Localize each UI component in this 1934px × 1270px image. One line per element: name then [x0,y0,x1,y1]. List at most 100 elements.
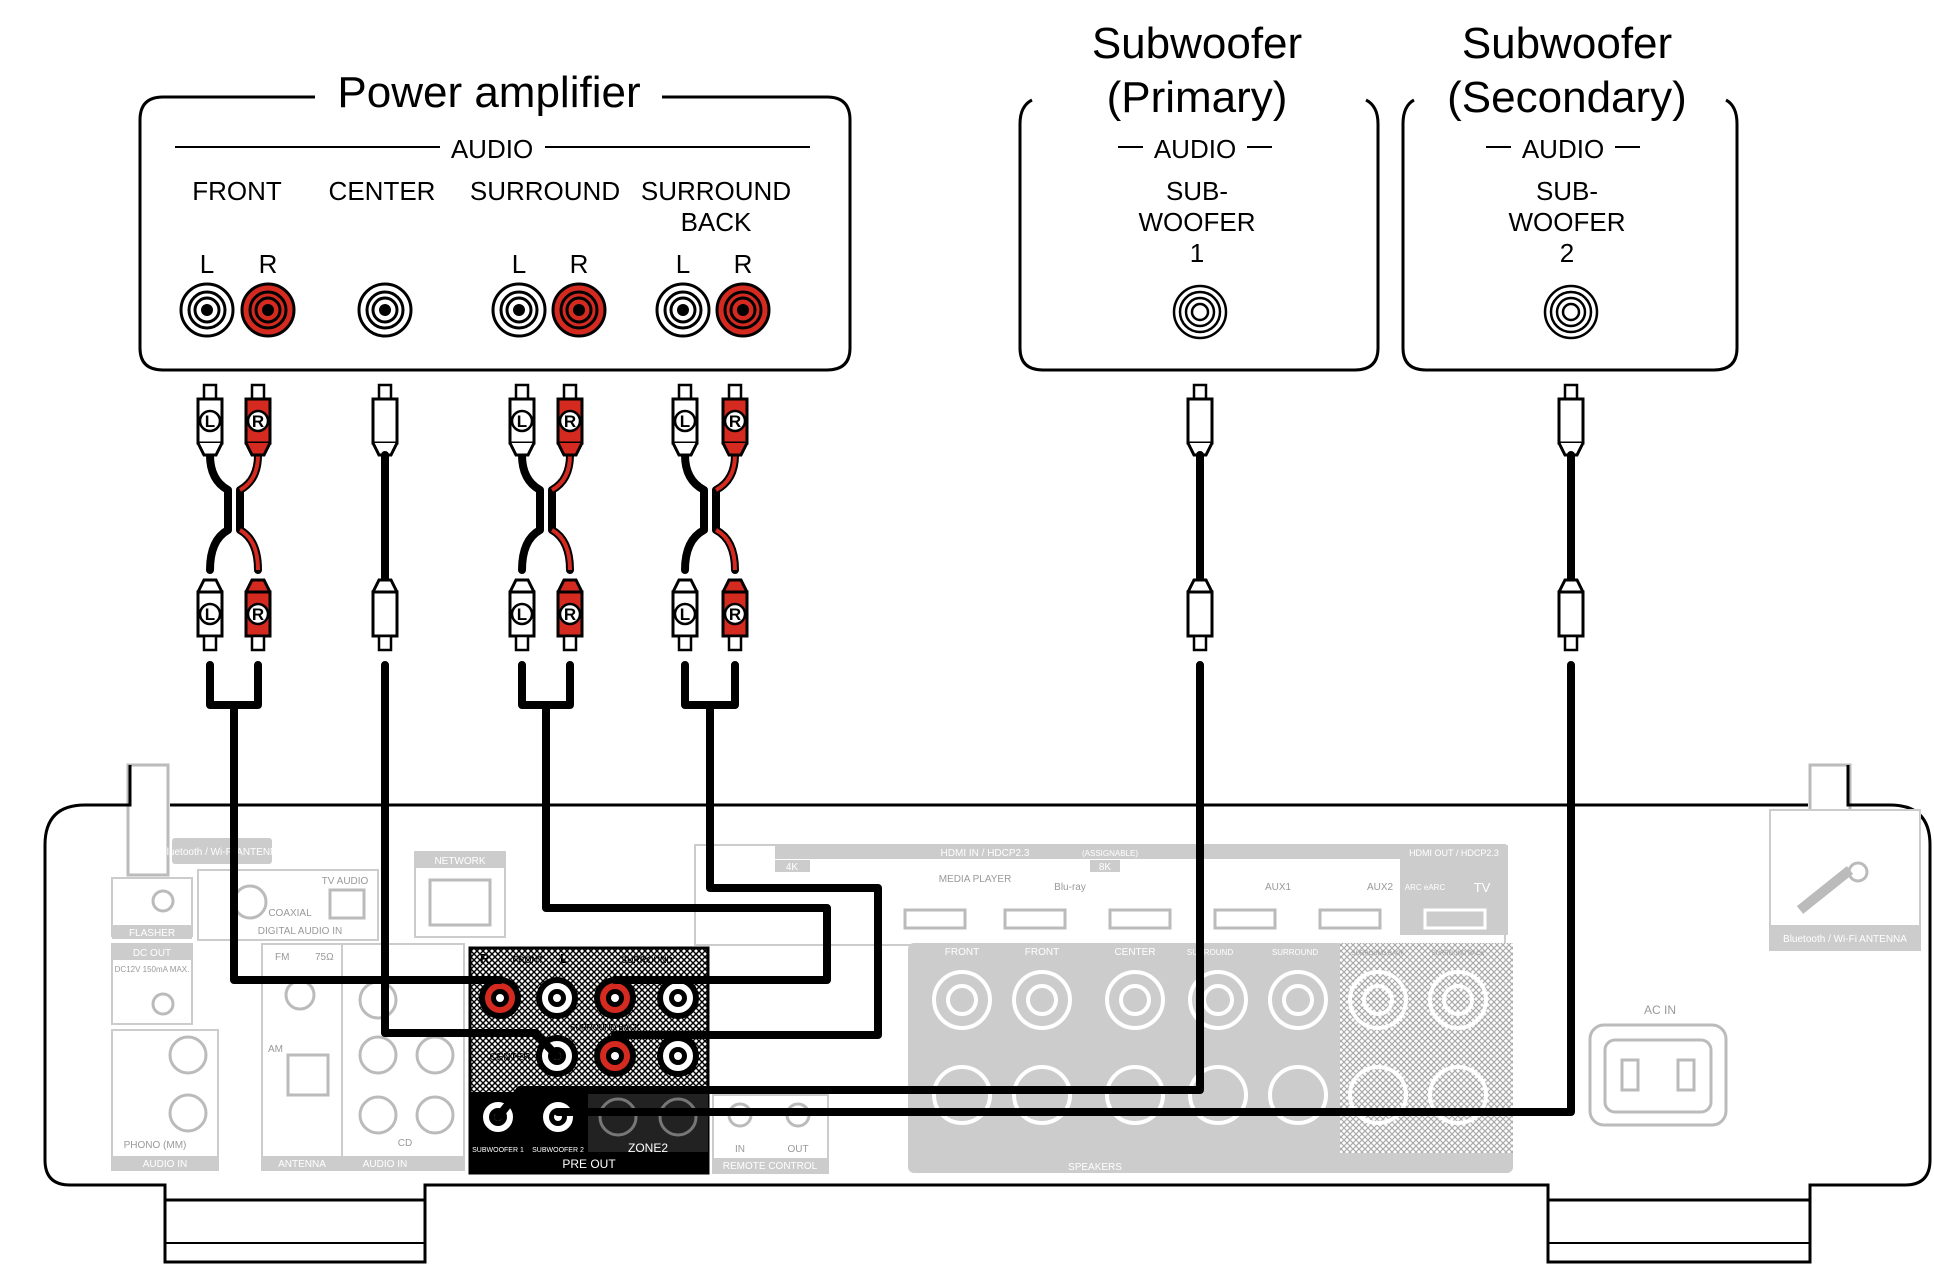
center-route [381,661,561,1060]
speaker-terminal [1348,1065,1408,1125]
bt-antenna-right-label: Bluetooth / Wi-Fi ANTENNA [1783,934,1907,945]
center-jack [357,282,413,338]
surround-cable-plug-top-l: L [508,383,536,457]
dc-out-label: DC OUT [133,948,171,959]
digital-audio-in-label: DIGITAL AUDIO IN [258,926,342,937]
remote-out-label: OUT [787,1144,808,1155]
speaker-terminal-inner [1442,984,1474,1016]
speaker-terminal [1105,970,1165,1030]
antenna-label: ANTENNA [278,1159,326,1170]
pre-l-label: L [560,951,568,966]
tv-label: TV [1474,880,1491,895]
subwoofer-primary-audio-label: AUDIO [1154,134,1236,164]
pre-sback-r-jack [594,1035,636,1077]
pre-surround-r-jack [594,977,636,1019]
sback-cable-wire-r-red-lower [714,528,737,571]
sp-center-label: CENTER [1114,947,1155,958]
sp-surround-r-label: SURROUND [1187,948,1233,957]
coaxial-label: COAXIAL [268,908,312,919]
channel-front-label: FRONT [192,176,282,206]
sback-cable-plug-top-r: R [721,383,749,457]
front-l-label: L [200,249,214,279]
sback-cable-wire-r-red [714,454,737,492]
front-r-label: R [259,249,278,279]
front-route [230,701,504,984]
sback-l-label: L [676,249,690,279]
speaker-terminal-inner [1026,984,1058,1016]
sp-sback-r-label: SURROUND BACK [1352,951,1405,957]
speaker-terminal-inner [1119,984,1151,1016]
sback-cable-plug-bot-r: R [721,578,749,652]
sub2-cable-plug-top [1557,383,1585,457]
tv-audio-label: TV AUDIO [322,876,369,887]
ac-in-label: AC IN [1644,1003,1676,1017]
subwoofer-secondary-jack [1543,284,1599,340]
audio-in-assignable-label: AUDIO IN [363,1159,407,1170]
svg-text:L: L [205,605,215,624]
speaker-terminal-inner [1362,984,1394,1016]
phono-label: PHONO (MM) [124,1140,187,1151]
svg-text:R: R [729,605,741,624]
front-cable-u [206,661,262,709]
zone2-jack-l [598,1097,638,1137]
surround-cable-wire-r-red-lower [550,528,572,571]
subwoofer-secondary-jack-label-2: WOOFER [1509,207,1626,237]
sp-sback-l-label: SURROUND BACK [1432,951,1485,957]
speaker-terminal [1188,970,1248,1030]
pre-sw2-label: SUBWOOFER 2 [532,1147,584,1154]
svg-text:R: R [729,412,741,431]
front-cable-wire-l [206,451,232,574]
hdmi-out-label: HDMI OUT / HDCP2.3 [1409,848,1499,858]
front-cable-wire-r-red-lower [238,528,260,571]
pre-front-r-jack [479,977,521,1019]
svg-text:L: L [680,605,690,624]
sub1-cable-plug-bot [1186,578,1214,652]
sback-route [611,701,882,1039]
arc-label: ARC eARC [1405,883,1446,892]
badge-4k: 4K [786,862,799,873]
channel-surround-label: SURROUND [470,176,620,206]
pre-surround-label: SURROUND [621,955,674,965]
dc-spec-label: DC12V 150mA MAX. [115,965,190,974]
surround-r-jack [551,282,607,338]
subwoofer-secondary-title-1: Subwoofer [1462,19,1672,68]
bt-antenna-left-label: Bluetooth / Wi-Fi ANTENNA [160,847,284,858]
sback-cable-plug-bot-l: L [671,578,699,652]
speaker-terminal [932,970,992,1030]
pre-sback-label: SURROUND BACK [570,1023,641,1032]
pre-center-label: CENTER [489,1052,530,1063]
sub2-route [554,661,1575,1116]
surround-route [542,701,831,984]
subwoofer-secondary-audio-label: AUDIO [1522,134,1604,164]
svg-text:R: R [252,605,264,624]
zone2-label: ZONE2 [628,1141,668,1155]
svg-text:L: L [680,412,690,431]
speaker-terminal [1268,1065,1328,1125]
sp-surround-l-label: SURROUND [1272,948,1318,957]
av-receiver: Bluetooth / Wi-Fi ANTENNA Bluetooth / Wi… [43,763,1932,1264]
channel-surround-back-label-2: BACK [681,207,752,237]
pre-front-l-jack [536,977,578,1019]
speaker-terminal [1012,970,1072,1030]
speaker-terminal-inner [946,984,978,1016]
subwoofer-primary-jack-label-1: SUB- [1166,176,1228,206]
pre-r-label: R [480,951,490,966]
sub2-cable-plug-bot [1557,578,1585,652]
flasher-label: FLASHER [129,928,175,939]
subwoofer-primary-jack-label-3: 1 [1190,238,1204,268]
surround-l-label: L [512,249,526,279]
svg-text:R: R [564,412,576,431]
center-cable-plug-bot [371,578,399,652]
speaker-terminal-inner [1282,984,1314,1016]
pre-surround-l-jack [657,977,699,1019]
speakers-label: SPEAKERS [1068,1162,1122,1173]
surround-cable-plug-top-r: R [556,383,584,457]
sub1-cable-plug-top [1186,383,1214,457]
speaker-terminal [932,1065,992,1125]
aux2-label: AUX2 [1367,882,1394,893]
front-r-jack [240,282,296,338]
svg-text:R: R [564,605,576,624]
power-amplifier-audio-label: AUDIO [451,134,533,164]
